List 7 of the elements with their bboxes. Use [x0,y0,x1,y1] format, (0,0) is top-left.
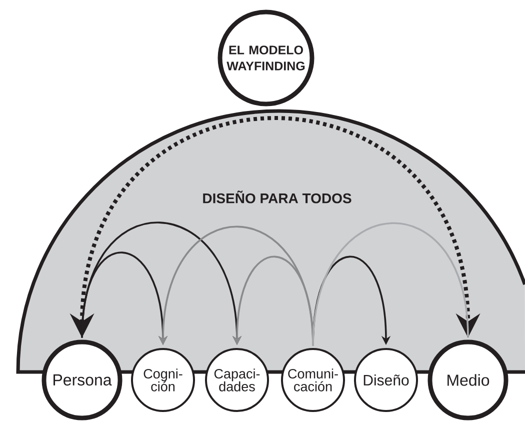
node-label: Comuni- cación [288,368,338,392]
band-title: DISEÑO PARA TODOS [203,190,352,204]
node-label: Cogni- ción [144,368,182,392]
node-label: Medio [448,374,490,386]
node-label: Capaci- dades [214,368,260,392]
node-label: Diseño [364,374,409,386]
node-label: Persona [54,374,112,386]
